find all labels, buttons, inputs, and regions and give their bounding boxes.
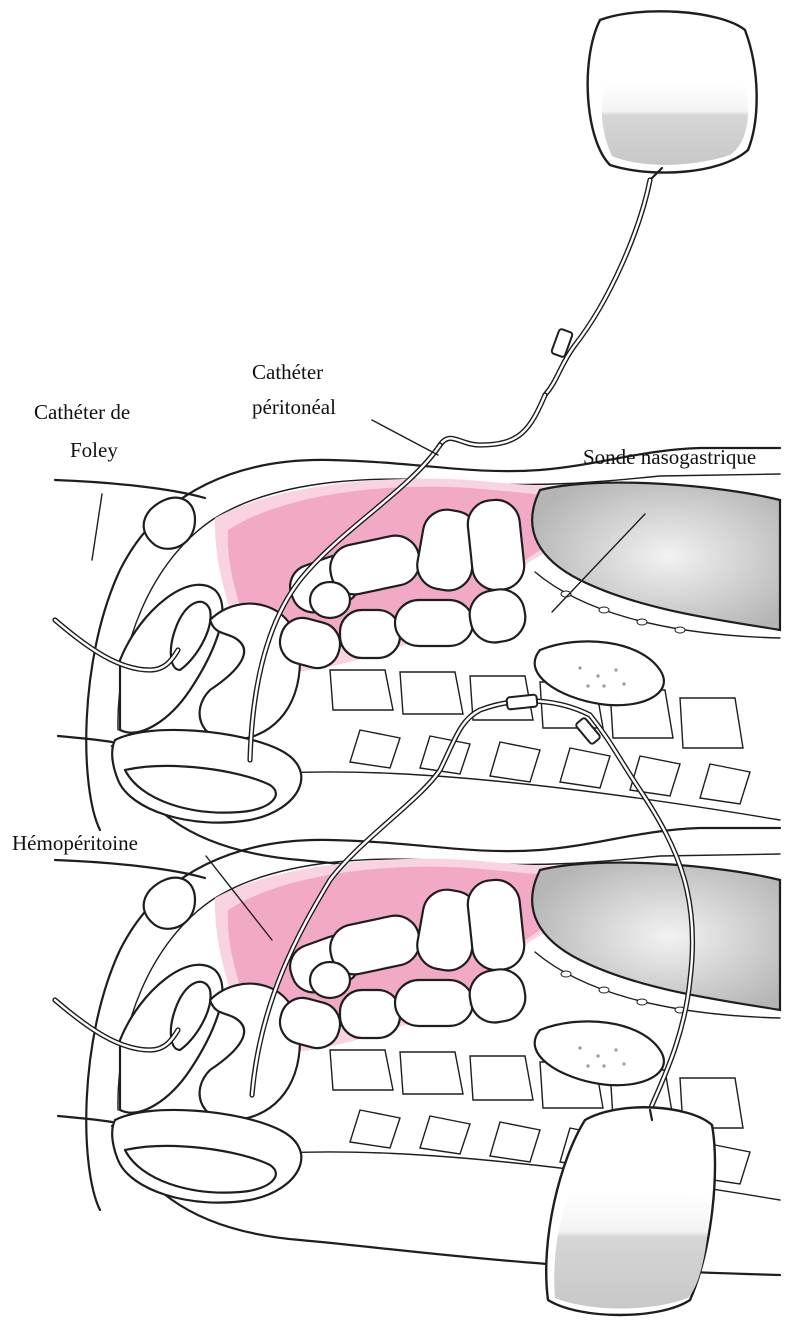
infusion-bag (588, 11, 757, 180)
nasogastric-label: Sonde nasogastrique (583, 445, 756, 469)
peritoneal-label-line1: Cathéter (252, 360, 323, 384)
infusion-panel: Cathéter de Foley Cathéter péritonéal So… (34, 11, 780, 895)
foley-label-line2: Foley (70, 438, 118, 462)
peritoneal-leader-line (372, 420, 438, 455)
hemoperitoneum-label: Hémopéritoine (12, 831, 138, 855)
foley-label-line1: Cathéter de (34, 400, 130, 424)
foley-leader-line (92, 494, 102, 560)
peritoneal-label-line2: péritonéal (252, 395, 336, 419)
